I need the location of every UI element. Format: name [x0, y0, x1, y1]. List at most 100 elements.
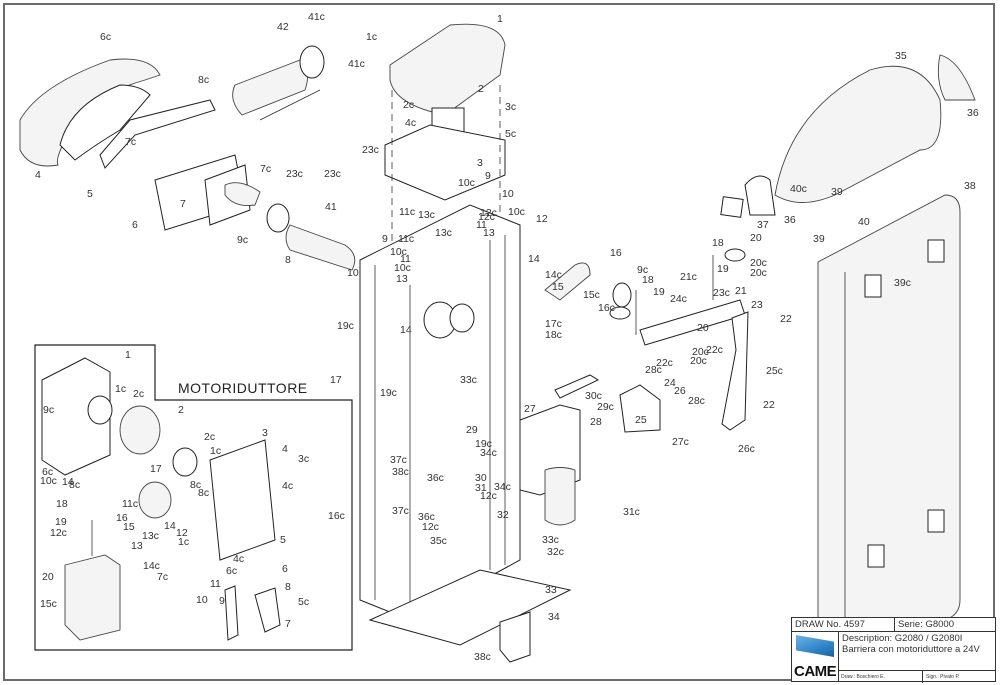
gearmotor-28: [519, 374, 600, 526]
base-plate: [368, 569, 572, 646]
callout-column: 34: [548, 611, 560, 623]
callout-right-housing: 40c: [790, 183, 807, 195]
callout-control-box: 10: [502, 188, 514, 200]
callout-inset: 16c: [328, 510, 345, 522]
title-block-row1: DRAW No. 4597 Serie: G8000: [792, 618, 995, 632]
callout-column: 30: [475, 472, 487, 484]
callout-inset: 11: [210, 578, 221, 590]
callout-lever-assembly: 19: [653, 286, 665, 298]
serie: Serie: G8000: [894, 618, 954, 631]
callout-control-box: 10c: [458, 177, 475, 189]
callout-left-cover: 23c: [324, 168, 341, 180]
callout-left-cover: 6: [132, 219, 138, 231]
callout-inset: 2c: [204, 431, 215, 443]
callout-inset: 9c: [43, 404, 54, 416]
callout-inset: 4c: [233, 553, 244, 565]
callout-inset: 1c: [210, 445, 221, 457]
callout-control-box: 2: [478, 83, 484, 95]
callout-inset: 13: [131, 540, 143, 552]
gear-case-1: [41, 357, 111, 476]
callout-control-box: 12: [536, 213, 548, 225]
callout-left-cover: 7c: [260, 163, 271, 175]
callout-column: 38c: [392, 466, 409, 478]
bracket-5: [99, 99, 216, 169]
callout-lever-assembly: 25: [635, 414, 647, 426]
callout-left-cover: 41c: [308, 11, 325, 23]
motor-20: [64, 554, 121, 641]
callout-inset: 10c: [40, 475, 57, 487]
barrier-column: [359, 204, 572, 663]
callout-lever-assembly: 18: [712, 237, 724, 249]
callout-control-box: 1: [497, 13, 503, 25]
callout-right-housing: 36: [784, 214, 796, 226]
callout-inset: 6c: [226, 565, 237, 577]
callout-left-cover: 4: [35, 169, 41, 181]
callout-lever-assembly: 22c: [656, 357, 673, 369]
stop-20: [724, 248, 746, 262]
callout-control-box: 13: [396, 273, 408, 285]
callout-inset: 10: [196, 594, 208, 606]
bearing: [87, 395, 113, 425]
control-box-assembly: [384, 23, 506, 260]
drawing-frame: [3, 3, 995, 681]
callout-column: 34c: [494, 481, 511, 493]
callout-inset: 19: [55, 516, 67, 528]
drawn-by: Draw.: Boschiero E.: [841, 674, 885, 680]
callout-control-box: 10c: [390, 246, 407, 258]
opening-right: [449, 303, 475, 333]
logo-mark: [796, 635, 834, 657]
callout-lever-assembly: 20c: [690, 355, 707, 367]
callout-lever-assembly: 26: [674, 385, 686, 397]
flange-42: [299, 45, 325, 79]
draw-number-value: 4597: [843, 619, 865, 630]
cover-35: [774, 65, 942, 203]
callout-inset: 1: [125, 349, 131, 361]
callout-column: 12c: [422, 521, 439, 533]
callout-control-box: 2c: [403, 99, 414, 111]
callout-lever-assembly: 21c: [680, 271, 697, 283]
callout-control-box: 3: [477, 157, 483, 169]
callout-control-box: 11: [400, 253, 411, 265]
callout-control-box: 4c: [405, 117, 416, 129]
callout-lever-assembly: 20c: [750, 267, 767, 279]
callout-left-cover: 6c: [100, 31, 111, 43]
callout-lever-assembly: 27c: [672, 436, 689, 448]
callout-control-box: 9: [382, 233, 388, 245]
motoriduttore-inset-border: [34, 344, 353, 651]
plate-3: [209, 439, 276, 561]
callout-inset: 12c: [50, 527, 67, 539]
cap-36-top: [937, 54, 976, 101]
callout-column: 32c: [547, 546, 564, 558]
callout-inset: 8c: [190, 479, 201, 491]
callout-left-cover: 5: [87, 188, 93, 200]
callout-inset: 6c: [42, 466, 53, 478]
callout-right-housing: 37: [757, 219, 769, 231]
cover-inner: [59, 84, 151, 161]
callout-lever-assembly: 24c: [670, 293, 687, 305]
callout-lever-assembly: 23: [751, 299, 763, 311]
bracket-10: [224, 585, 239, 641]
callout-inset: 3c: [298, 453, 309, 465]
callout-left-cover: 9c: [237, 234, 248, 246]
tube-upper: [232, 59, 309, 116]
callout-column: 17: [330, 374, 342, 386]
callout-column: 36c: [418, 511, 435, 523]
callout-lever-assembly: 24: [664, 377, 676, 389]
callout-lever-assembly: 26c: [738, 443, 755, 455]
callout-column: 33c: [460, 374, 477, 386]
callout-column: 18c: [545, 329, 562, 341]
callout-column: 14c: [545, 269, 562, 281]
callout-inset: 15c: [40, 598, 57, 610]
callout-lever-assembly: 18: [642, 274, 654, 286]
callout-right-housing: 35: [895, 50, 907, 62]
callout-left-cover: 41: [325, 201, 337, 213]
callout-lever-assembly: 22: [780, 313, 792, 325]
callout-control-box: 9: [485, 170, 491, 182]
bar-21: [639, 299, 746, 346]
logo-text: CAME: [794, 663, 837, 680]
callout-lever-assembly: 28c: [645, 364, 662, 376]
description: Description: G2080 / G2080I Barriera con…: [842, 633, 980, 655]
callout-left-cover: 23c: [286, 168, 303, 180]
title-block-signatures: Draw.: Boschiero E. Sign.: Pivato P.: [838, 670, 995, 683]
description-line1: Description: G2080 / G2080I: [842, 633, 963, 644]
